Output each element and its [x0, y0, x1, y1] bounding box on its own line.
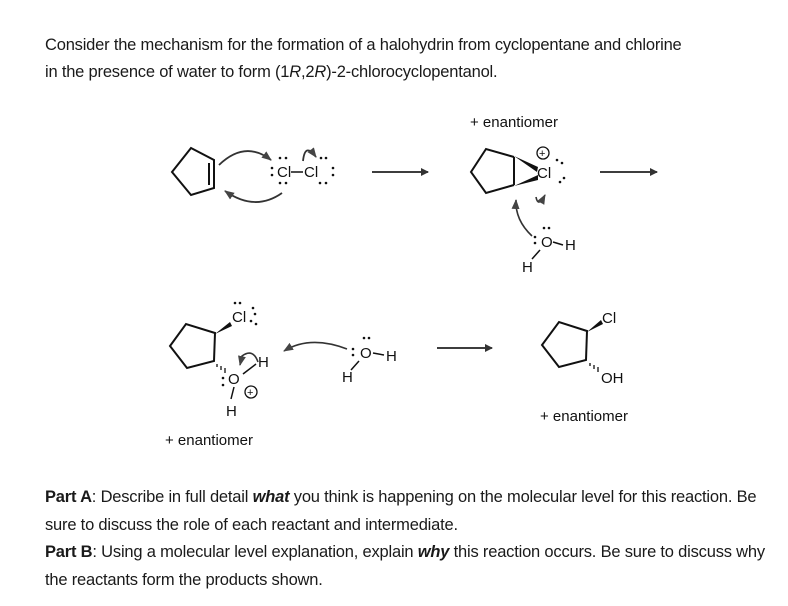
water-base: O H H: [283, 336, 397, 386]
chlorocyclopentanol-product: Cl OH: [540, 310, 624, 387]
svg-text:+: +: [539, 148, 545, 160]
cyclopentene: [170, 146, 215, 197]
svg-text:Cl: Cl: [537, 165, 551, 182]
questions: Part A: Describe in full detail what you…: [45, 484, 780, 594]
enantiomer-label-2: + enantiomer: [165, 432, 253, 449]
svg-text:H: H: [226, 403, 237, 420]
svg-text:H: H: [342, 369, 353, 386]
question-prompt: Consider the mechanism for the formation…: [45, 32, 780, 86]
part-b: Part B: Using a molecular level explanat…: [45, 543, 765, 589]
svg-text:H: H: [565, 237, 576, 254]
svg-text:H: H: [386, 348, 397, 365]
svg-text:O: O: [360, 345, 372, 362]
chloronium-ion: Cl +: [469, 146, 566, 205]
chlorine-molecule: Cl Cl: [270, 156, 335, 185]
svg-text:Cl: Cl: [304, 164, 318, 181]
svg-text:OH: OH: [601, 370, 624, 387]
water-nucleophile-1: O H H: [511, 199, 576, 276]
svg-text:H: H: [522, 259, 533, 276]
part-a: Part A: Describe in full detail what you…: [45, 488, 757, 534]
prompt-line-2: in the presence of water to form (1R,2R)…: [45, 63, 498, 81]
enantiomer-label-3: + enantiomer: [540, 408, 628, 425]
svg-text:Cl: Cl: [602, 310, 616, 327]
protonated-halohydrin: Cl O H H +: [168, 301, 269, 420]
prompt-line-1: Consider the mechanism for the formation…: [45, 36, 682, 54]
curved-arrow-alkene-to-cl: [218, 147, 317, 203]
svg-text:+: +: [247, 387, 253, 399]
svg-text:O: O: [228, 371, 240, 388]
svg-text:Cl: Cl: [232, 309, 246, 326]
svg-text:Cl: Cl: [277, 164, 291, 181]
enantiomer-label-1: + enantiomer: [470, 114, 558, 131]
svg-text:O: O: [541, 234, 553, 251]
svg-text:H: H: [258, 354, 269, 371]
